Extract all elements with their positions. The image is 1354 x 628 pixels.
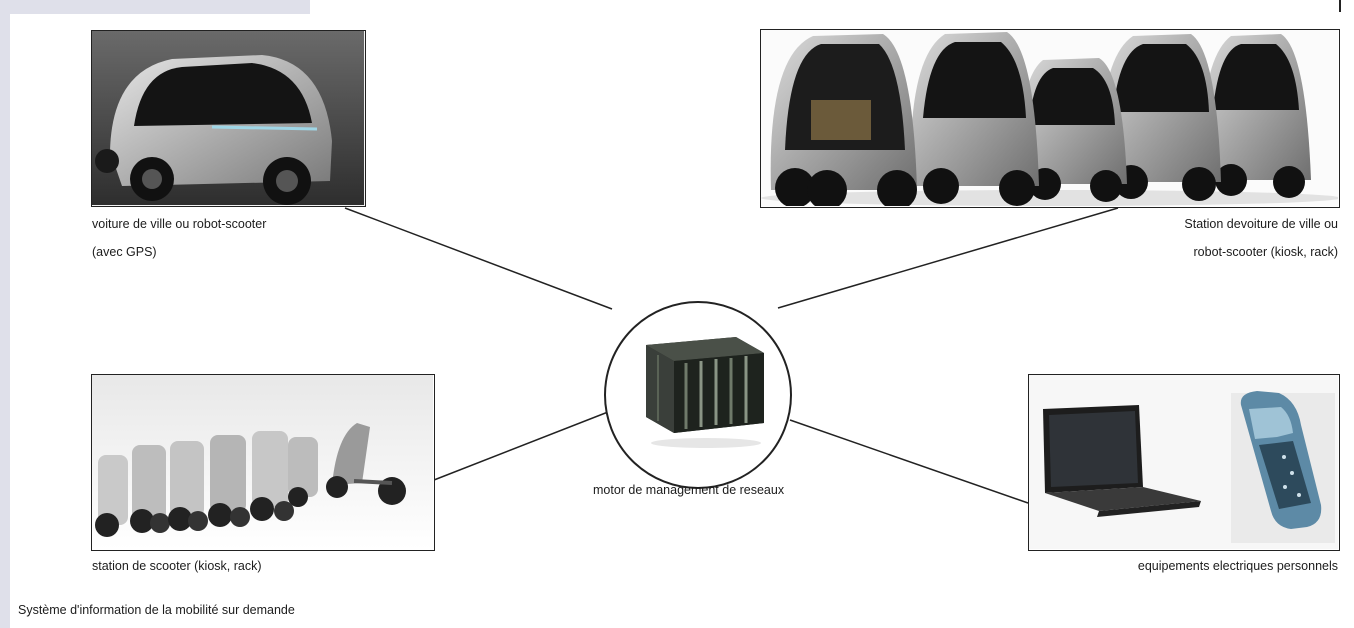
city-car-caption-line1: voiture de ville ou robot-scooter — [92, 217, 267, 231]
corner-tick — [1339, 0, 1341, 12]
parked-car-5 — [1200, 34, 1311, 198]
personal-devices-image — [1028, 374, 1340, 551]
city-car-image — [91, 30, 366, 207]
scooter-station-image — [91, 374, 435, 551]
scooter-row — [95, 423, 406, 537]
connector-city-car — [344, 207, 613, 310]
server-rack-icon — [646, 337, 764, 448]
laptop-icon — [1043, 405, 1201, 517]
city-car-illustration — [92, 31, 364, 205]
car-station-caption-line1: Station devoiture de ville ou — [1184, 217, 1338, 231]
scooter-station-illustration — [92, 375, 433, 549]
connector-personal-devices — [789, 419, 1029, 504]
connector-scooter-station — [433, 411, 609, 481]
network-management-hub — [604, 301, 792, 489]
hub-caption: motor de management de reseaux — [593, 483, 785, 497]
parked-car-4 — [1100, 34, 1221, 201]
top-margin-band — [0, 0, 310, 14]
parked-car-2 — [910, 32, 1039, 206]
personal-devices-illustration — [1029, 375, 1338, 549]
city-car-caption-line2: (avec GPS) — [92, 245, 157, 259]
car-station-image — [760, 29, 1340, 208]
smartphone-icon — [1240, 391, 1322, 529]
car-station-caption-line2: robot-scooter (kiosk, rack) — [1193, 245, 1338, 259]
car-station-illustration — [761, 30, 1339, 207]
personal-devices-caption: equipements electriques personnels — [1137, 559, 1338, 573]
connector-car-station — [777, 207, 1119, 309]
parked-car-3 — [1018, 58, 1127, 202]
scooter-station-caption: station de scooter (kiosk, rack) — [92, 559, 262, 573]
left-margin-band — [0, 0, 10, 628]
parked-car-1 — [770, 34, 917, 207]
figure-caption: Système d'information de la mobilité sur… — [18, 603, 295, 617]
